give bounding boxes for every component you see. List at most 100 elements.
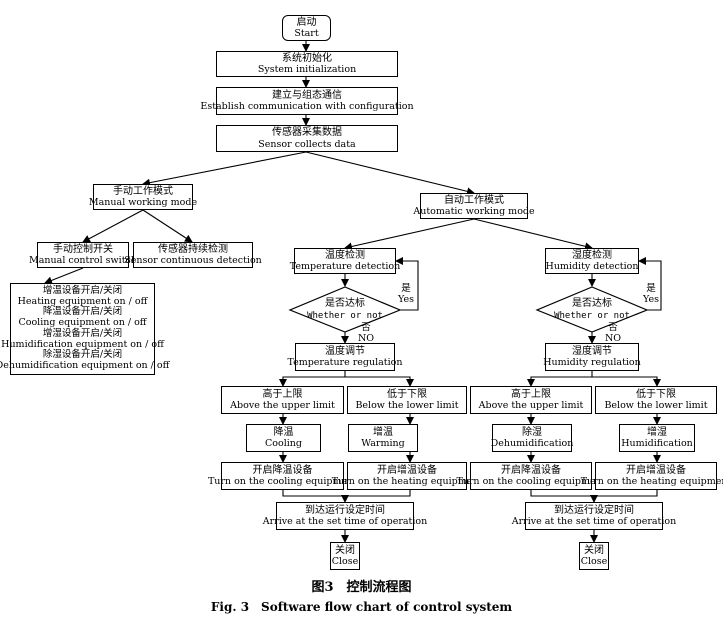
hum-detect-node: 湿度检测 Humidity detection <box>545 248 639 274</box>
manual-mode-node: 手动工作模式 Manual working mode <box>89 184 197 210</box>
hum-decision-label: 是否达标 Whether or not <box>547 298 637 321</box>
figure-caption-zh: 图3 控制流程图 <box>311 580 412 595</box>
init-node: 系统初始化 System initialization <box>216 51 398 77</box>
arrow-tdecision-yes-loop <box>395 257 419 311</box>
arrow-hequip-merge <box>530 490 658 497</box>
temp-yes-en: Yes <box>398 293 414 305</box>
hum-humid-node: 增湿 Humidification <box>619 424 695 452</box>
temp-upper-node: 高于上限 Above the upper limit <box>221 386 344 414</box>
temp-regulation-zh: 温度调节 <box>325 345 365 357</box>
hum-upper-zh: 高于上限 <box>511 388 551 400</box>
hum-decision-diamond <box>535 286 649 333</box>
temp-cooling-en: Cooling <box>265 438 302 450</box>
arrow-tequip-merge <box>282 490 411 497</box>
hum-regulation-zh: 湿度调节 <box>572 345 612 357</box>
temp-decision-zh: 是否达标 <box>325 298 365 309</box>
temp-arrive-en: Arrive at the set time of operation <box>262 516 428 528</box>
manual-mode-zh: 手动工作模式 <box>113 185 173 197</box>
list-item: Dehumidification equipment on / off <box>0 360 170 372</box>
hum-decision-zh: 是否达标 <box>572 298 612 309</box>
temp-cooling-equip-en: Turn on the cooling equipment <box>207 476 358 488</box>
list-item: 除湿设备开启/关闭 <box>42 349 123 361</box>
comm-en: Establish communication with configurati… <box>200 101 414 113</box>
arrow-sensor-manual <box>142 151 307 187</box>
hum-heating-equip-node: 开启增温设备 Turn on the heating equipment <box>581 462 723 490</box>
temp-heating-equip-zh: 开启增温设备 <box>377 464 437 476</box>
temp-arrive-node: 到达运行设定时间 Arrive at the set time of opera… <box>263 502 427 530</box>
temp-no-label: 否 NO <box>356 322 376 345</box>
manual-mode-en: Manual working mode <box>88 197 198 209</box>
auto-mode-en: Automatic working mode <box>413 206 535 218</box>
temp-yes-zh: 是 <box>401 283 411 294</box>
arrow-manual-continuous <box>142 209 193 243</box>
hum-no-zh: 否 <box>608 322 618 333</box>
temp-regulation-en: Temperature regulation <box>287 357 403 369</box>
temp-cooling-equip-node: 开启降温设备 Turn on the cooling equipment <box>208 462 357 490</box>
list-item: Cooling equipment on / off <box>18 317 147 329</box>
hum-cooling-equip-node: 开启降温设备 Turn on the cooling equipment <box>456 462 606 490</box>
hum-lower-zh: 低于下限 <box>636 388 676 400</box>
manual-equipment-list: 增温设备开启/关闭 Heating equipment on / off 降温设… <box>0 283 169 375</box>
hum-arrive-en: Arrive at the set time of operation <box>511 516 677 528</box>
sensor-continuous-zh: 传感器持续检测 <box>158 243 228 255</box>
hum-yes-zh: 是 <box>646 283 656 294</box>
temp-regulation-node: 温度调节 Temperature regulation <box>287 343 403 371</box>
hum-upper-node: 高于上限 Above the upper limit <box>470 386 592 414</box>
temp-lower-en: Below the lower limit <box>355 400 459 412</box>
sensor-en: Sensor collects data <box>258 138 356 150</box>
temp-cooling-node: 降温 Cooling <box>246 424 321 452</box>
temp-no-zh: 否 <box>361 322 371 333</box>
hum-no-en: NO <box>604 332 622 344</box>
hum-close-en: Close <box>580 556 608 568</box>
temp-heating-equip-node: 开启增温设备 Turn on the heating equipment <box>332 462 482 490</box>
start-zh: 启动 <box>296 16 317 28</box>
hum-humid-zh: 增湿 <box>647 426 667 438</box>
hum-cooling-equip-en: Turn on the cooling equipment <box>456 476 606 488</box>
figure-caption-en: Fig. 3 Software flow chart of control sy… <box>210 600 513 614</box>
arrow-treg-split-right <box>345 376 414 387</box>
arrow-sensor-auto <box>305 151 475 196</box>
arrow-hreg-split-right <box>592 376 661 387</box>
temp-cooling-zh: 降温 <box>273 426 294 438</box>
hum-arrive-node: 到达运行设定时间 Arrive at the set time of opera… <box>512 502 676 530</box>
temp-arrive-zh: 到达运行设定时间 <box>305 504 385 516</box>
manual-switch-zh: 手动控制开关 <box>53 243 113 255</box>
hum-dehumid-zh: 除湿 <box>522 426 542 438</box>
temp-heating-equip-en: Turn on the heating equipment <box>331 476 483 488</box>
temp-no-en: NO <box>357 332 375 344</box>
comm-node: 建立与组态通信 Establish communication with con… <box>200 87 414 115</box>
hum-no-label: 否 NO <box>603 322 623 345</box>
arrow-auto-temp <box>344 218 475 251</box>
hum-yes-en: Yes <box>643 293 659 305</box>
temp-close-zh: 关闭 <box>335 544 355 556</box>
arrow-manual-switch <box>82 209 144 243</box>
hum-arrive-zh: 到达运行设定时间 <box>554 504 634 516</box>
list-item: 增温设备开启/关闭 <box>42 285 123 296</box>
comm-zh: 建立与组态通信 <box>272 89 342 101</box>
list-item: 增湿设备开启/关闭 <box>42 327 123 339</box>
hum-close-node: 关闭 Close <box>579 542 609 570</box>
list-item: 降温设备开启/关闭 <box>42 306 123 318</box>
sensor-continuous-node: 传感器持续检测 Sensor continuous detection <box>124 242 262 268</box>
arrow-treg-split <box>279 371 346 387</box>
temp-yes-label: 是 Yes <box>393 283 419 306</box>
hum-heating-equip-en: Turn on the heating equipment <box>580 476 723 488</box>
temp-detect-node: 温度检测 Temperature detection <box>290 248 400 274</box>
manual-switch-en: Manual control switch <box>29 255 137 267</box>
temp-close-en: Close <box>331 556 359 568</box>
init-zh: 系统初始化 <box>282 52 332 64</box>
hum-decision-en: Whether or not <box>554 310 630 321</box>
temp-detect-en: Temperature detection <box>289 261 401 273</box>
hum-regulation-en: Humidity regulation <box>543 357 641 369</box>
arrow-hdecision-yes-loop <box>638 257 662 311</box>
auto-mode-zh: 自动工作模式 <box>444 194 504 206</box>
sensor-node: 传感器采集数据 Sensor collects data <box>216 125 398 152</box>
temp-detect-zh: 温度检测 <box>325 249 365 261</box>
temp-warming-zh: 增温 <box>373 426 393 438</box>
hum-cooling-equip-zh: 开启降温设备 <box>501 464 561 476</box>
hum-close-zh: 关闭 <box>584 544 604 556</box>
arrow-switch-list <box>44 267 84 285</box>
auto-mode-node: 自动工作模式 Automatic working mode <box>413 193 535 219</box>
temp-close-node: 关闭 Close <box>330 542 360 570</box>
temp-cooling-equip-zh: 开启降温设备 <box>252 464 313 476</box>
